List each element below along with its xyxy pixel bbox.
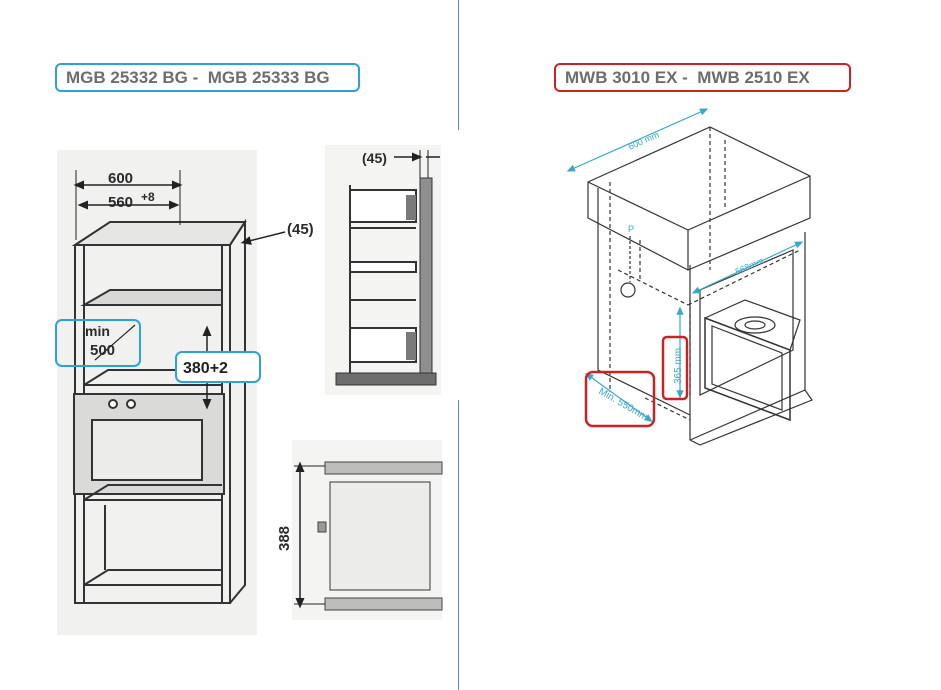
niche-height-highlight-red bbox=[661, 335, 689, 401]
right-model-title: MWB 3010 EX - MWB 2510 EX bbox=[554, 63, 851, 92]
dim-600mm: 600 mm bbox=[627, 129, 661, 151]
niche-height-label: 380+2 bbox=[183, 360, 228, 377]
min-depth-highlight-red bbox=[584, 370, 656, 428]
dim-560: 560 bbox=[108, 194, 133, 211]
min-500-highlight bbox=[55, 319, 141, 367]
panel-divider bbox=[458, 0, 459, 130]
side-section-drawing: (45) bbox=[325, 145, 441, 395]
min-value: 500 bbox=[90, 342, 115, 359]
p-marker-label: P bbox=[628, 224, 634, 234]
dim-45-side: (45) bbox=[362, 150, 387, 166]
oven-niche-section-drawing: 388 bbox=[276, 440, 443, 620]
left-model-title: MGB 25332 BG - MGB 25333 BG bbox=[55, 63, 360, 92]
min-label: min bbox=[85, 323, 110, 339]
dim-600: 600 bbox=[108, 170, 133, 187]
dim-388: 388 bbox=[276, 526, 293, 551]
niche-height-highlight bbox=[175, 351, 261, 383]
dim-568mm: 568mm bbox=[734, 255, 765, 276]
tall-cabinet-drawing: 600 560 +8 (45) bbox=[57, 150, 314, 635]
panel-divider bbox=[458, 400, 459, 690]
dim-560-tolerance: +8 bbox=[141, 190, 155, 204]
dim-365mm: 365 mm bbox=[673, 348, 684, 384]
dim-45-top: (45) bbox=[287, 221, 314, 238]
